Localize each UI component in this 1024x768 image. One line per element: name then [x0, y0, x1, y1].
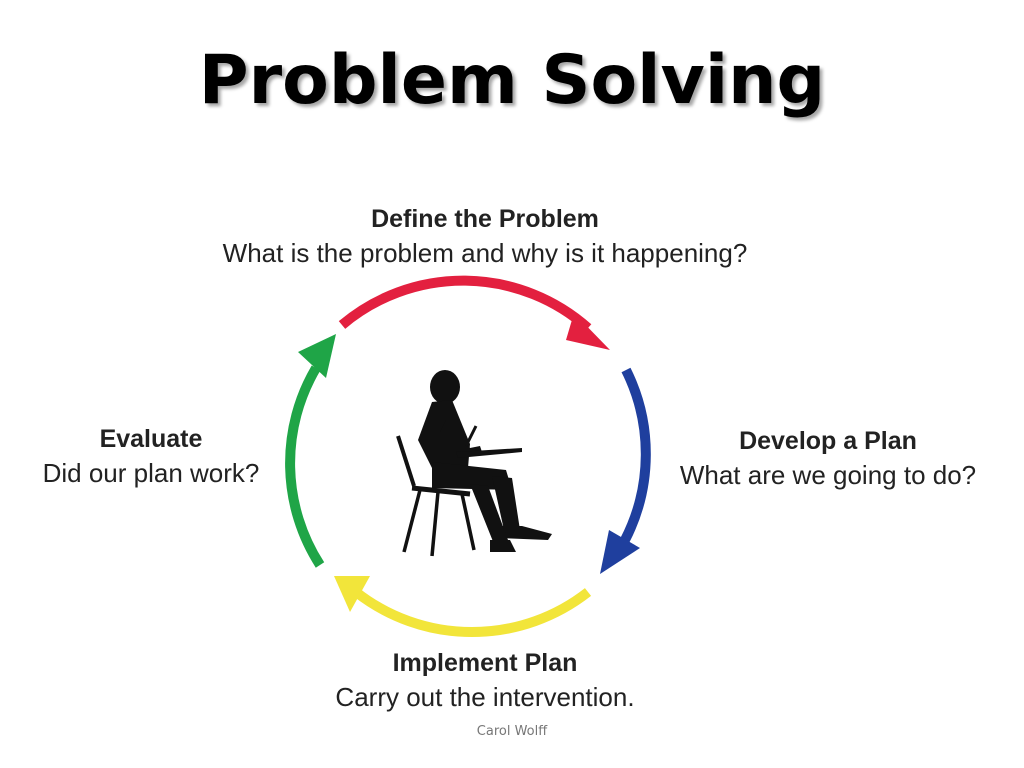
step-evaluate: Evaluate Did our plan work? [16, 422, 286, 490]
step-develop-a-plan: Develop a Plan What are we going to do? [650, 424, 1006, 492]
step-heading: Evaluate [99, 425, 203, 453]
step-define-the-problem: Define the Problem What is the problem a… [150, 202, 820, 270]
step-heading: Develop a Plan [739, 427, 917, 455]
step-description: What are we going to do? [679, 460, 977, 490]
step-description: What is the problem and why is it happen… [222, 238, 748, 268]
person-writing-icon [396, 370, 552, 557]
arrow-implement-to-evaluate [334, 576, 592, 638]
arrow-shaft-green [285, 365, 325, 568]
arrow-develop-to-implement [600, 367, 651, 574]
step-implement-plan: Implement Plan Carry out the interventio… [250, 646, 720, 714]
arrow-evaluate-to-define [285, 334, 336, 568]
arrow-shaft-red [338, 275, 592, 332]
step-description: Carry out the intervention. [335, 682, 635, 712]
arrow-head-yellow [334, 576, 370, 612]
slide-title: Problem Solving [198, 41, 826, 120]
arrow-shaft-blue [620, 367, 651, 543]
step-heading: Define the Problem [371, 205, 599, 233]
arrow-head-red [566, 313, 610, 350]
arrow-shaft-yellow [352, 588, 592, 638]
arrow-head-green [298, 334, 336, 378]
step-heading: Implement Plan [392, 649, 578, 677]
arrow-define-to-develop [338, 275, 610, 350]
arrow-head-blue [600, 530, 640, 574]
step-description: Did our plan work? [42, 458, 260, 488]
author-credit: Carol Wolff [476, 724, 548, 739]
